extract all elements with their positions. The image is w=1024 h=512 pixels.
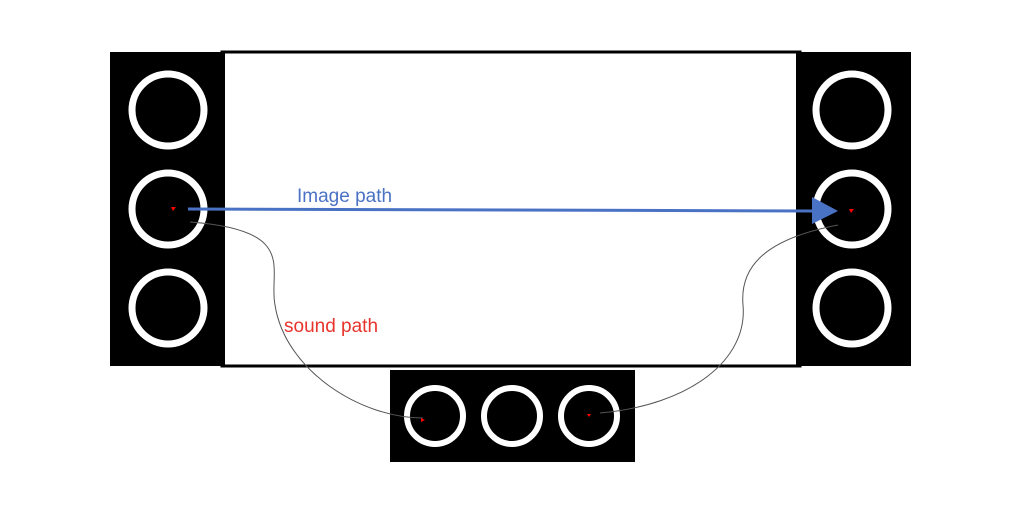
- source-point-bottom-left: [421, 418, 425, 422]
- right-speaker-driver-top: [812, 70, 892, 150]
- source-point-bottom-right: [587, 414, 591, 417]
- sound-path-left-curve: [189, 221, 424, 419]
- image-path-arrow-head: [812, 197, 838, 224]
- sound-path-right-curve: [599, 224, 839, 414]
- bottom-speaker-driver-left: [404, 385, 466, 447]
- bottom-speaker: [390, 370, 635, 462]
- bottom-speaker-driver-center: [481, 385, 543, 447]
- left-speaker-driver-top: [128, 70, 208, 150]
- source-point-left: [171, 207, 176, 211]
- image-path-label: Image path: [297, 186, 392, 207]
- right-speaker: [796, 52, 911, 366]
- source-point-right: [849, 209, 854, 213]
- image-path-arrow-line: [187, 207, 816, 213]
- sound-path-label: sound path: [284, 316, 378, 337]
- left-speaker-driver-bottom: [128, 268, 208, 348]
- right-speaker-driver-bottom: [812, 268, 892, 348]
